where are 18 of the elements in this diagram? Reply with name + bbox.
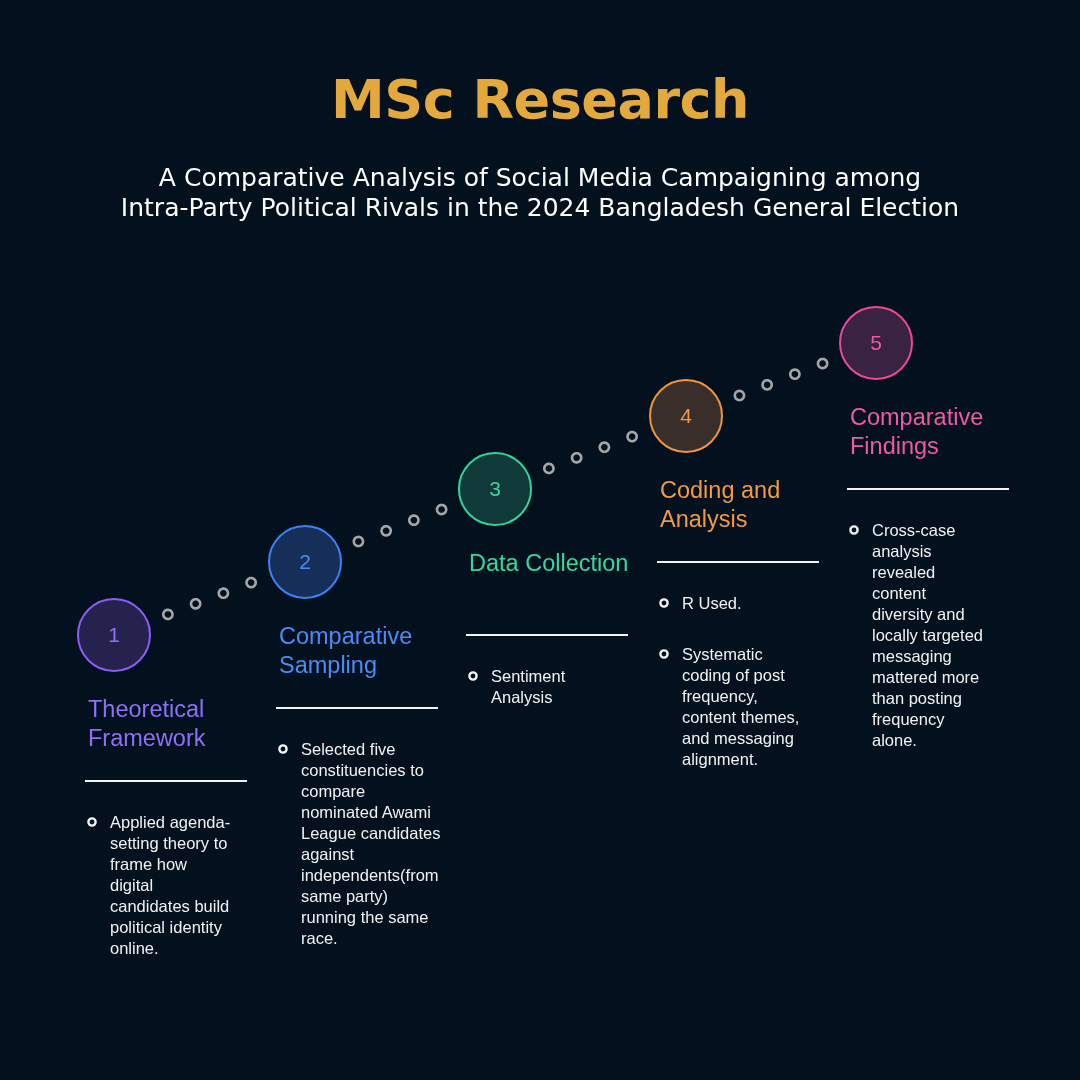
step-number: 5 xyxy=(870,331,882,355)
subtitle: A Comparative Analysis of Social Media Campaigning among Intra-Party Political Rivals in the 2024 Bangladesh General Election xyxy=(119,163,961,223)
bullet-text: Systematic coding of post frequency, content themes, and messaging alignment. xyxy=(682,643,801,770)
step-number: 2 xyxy=(299,550,311,574)
bullet-text: R Used. xyxy=(682,592,743,614)
step-heading: Data Collection xyxy=(469,548,630,578)
step-heading: Comparative Sampling xyxy=(279,621,414,680)
step-number: 4 xyxy=(680,404,692,428)
step-number: 1 xyxy=(108,623,120,647)
step-heading: Theoretical Framework xyxy=(88,694,207,753)
bullet-text: Applied agenda-setting theory to frame how digital candidates build political identity online. xyxy=(110,811,232,959)
title: MSc Research xyxy=(331,68,749,132)
step-heading: Comparative Findings xyxy=(850,402,985,461)
bullet-text: Selected five constituencies to compare nominated Awami League candidates against independents(from same party) running the same race. xyxy=(301,738,442,949)
bullet-text: Cross-case analysis revealed content diversity and locally targeted messaging mattered more than posting frequency alone. xyxy=(872,519,984,751)
step-heading: Coding and Analysis xyxy=(660,475,782,534)
bullet-text: Sentiment Analysis xyxy=(491,665,567,708)
step-number: 3 xyxy=(489,477,501,501)
